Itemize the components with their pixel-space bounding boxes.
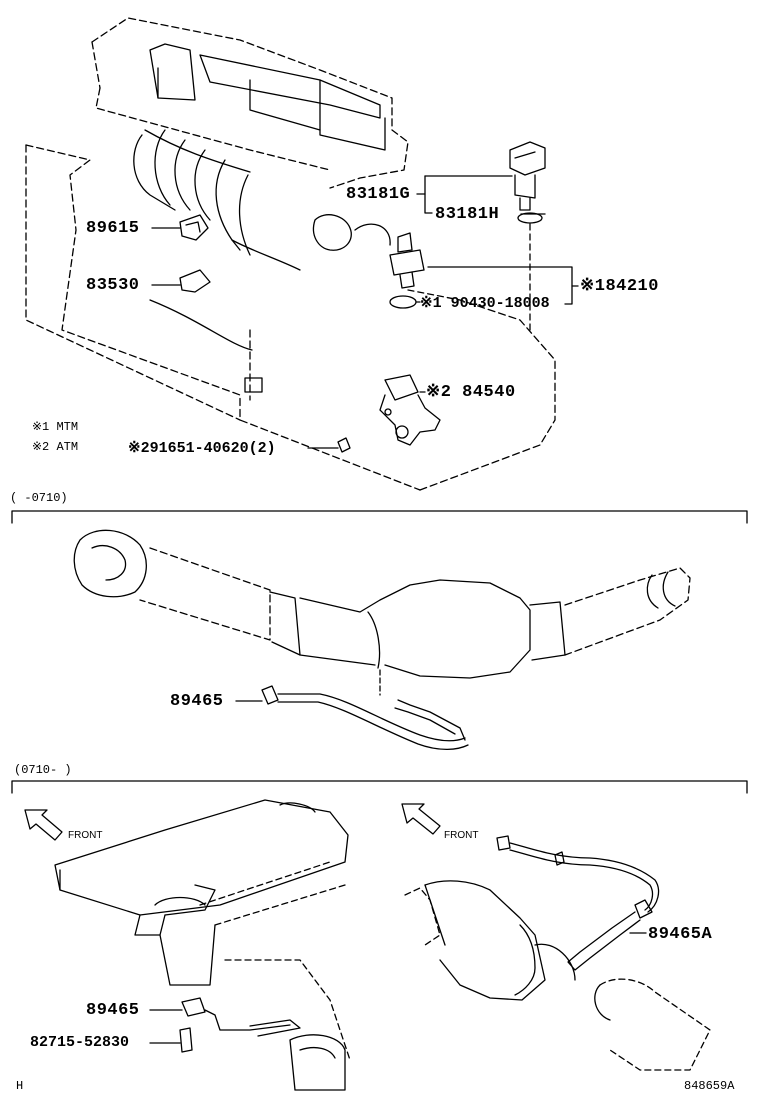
label-83181G: 83181G: [346, 185, 411, 204]
front-arrow-right-icon: [401, 803, 441, 835]
exhaust-pipe-2: [404, 880, 711, 1071]
label-84540: ※2 84540: [426, 383, 516, 402]
section-frame-1: [11, 510, 748, 524]
o-ring-90430: [389, 295, 417, 309]
section-range-1: ( -0710): [10, 491, 68, 505]
legend-atm: ※2 ATM: [32, 440, 79, 454]
label-90430: ※1 90430-18008: [420, 295, 550, 312]
leader-lines-top: [151, 175, 579, 449]
oxygen-sensor-1: [261, 669, 469, 751]
label-89465A: 89465A: [648, 925, 713, 944]
switch-89615: [179, 214, 209, 241]
switch-83530: [179, 269, 211, 293]
engine-block-detail: [133, 43, 391, 393]
label-89465-bottom: 89465: [86, 1001, 140, 1020]
bolt-91651: [337, 437, 351, 453]
engine-cover-bottom: [54, 799, 351, 1091]
label-89465-mid: 89465: [170, 692, 224, 711]
o-ring-83181H: [517, 212, 543, 224]
sensor-84210: [389, 232, 425, 289]
label-84210: ※184210: [580, 277, 659, 296]
oxygen-sensor-89465A: [496, 835, 660, 971]
front-label-right: FRONT: [444, 830, 479, 841]
section-range-2: (0710- ): [14, 763, 72, 777]
legend-mtm: ※1 MTM: [32, 420, 79, 434]
label-83530: 83530: [86, 276, 140, 295]
label-91651: ※291651-40620(2): [128, 440, 276, 457]
clamp-82715: [179, 1027, 193, 1053]
front-label-left: FRONT: [68, 830, 103, 841]
corner-code: H: [16, 1079, 24, 1093]
engine-block-outline: [25, 17, 556, 491]
oxygen-sensor-bottom: [181, 997, 301, 1037]
section-frame-2: [11, 780, 748, 794]
diagram-id: 848659A: [684, 1079, 735, 1093]
front-arrow-left-icon: [24, 809, 63, 841]
exhaust-pipe-1: [73, 529, 691, 679]
sensor-83181G: [509, 141, 546, 211]
label-82715: 82715-52830: [30, 1034, 130, 1051]
label-83181H: 83181H: [435, 205, 500, 224]
switch-84540: [379, 374, 441, 446]
label-89615: 89615: [86, 219, 140, 238]
